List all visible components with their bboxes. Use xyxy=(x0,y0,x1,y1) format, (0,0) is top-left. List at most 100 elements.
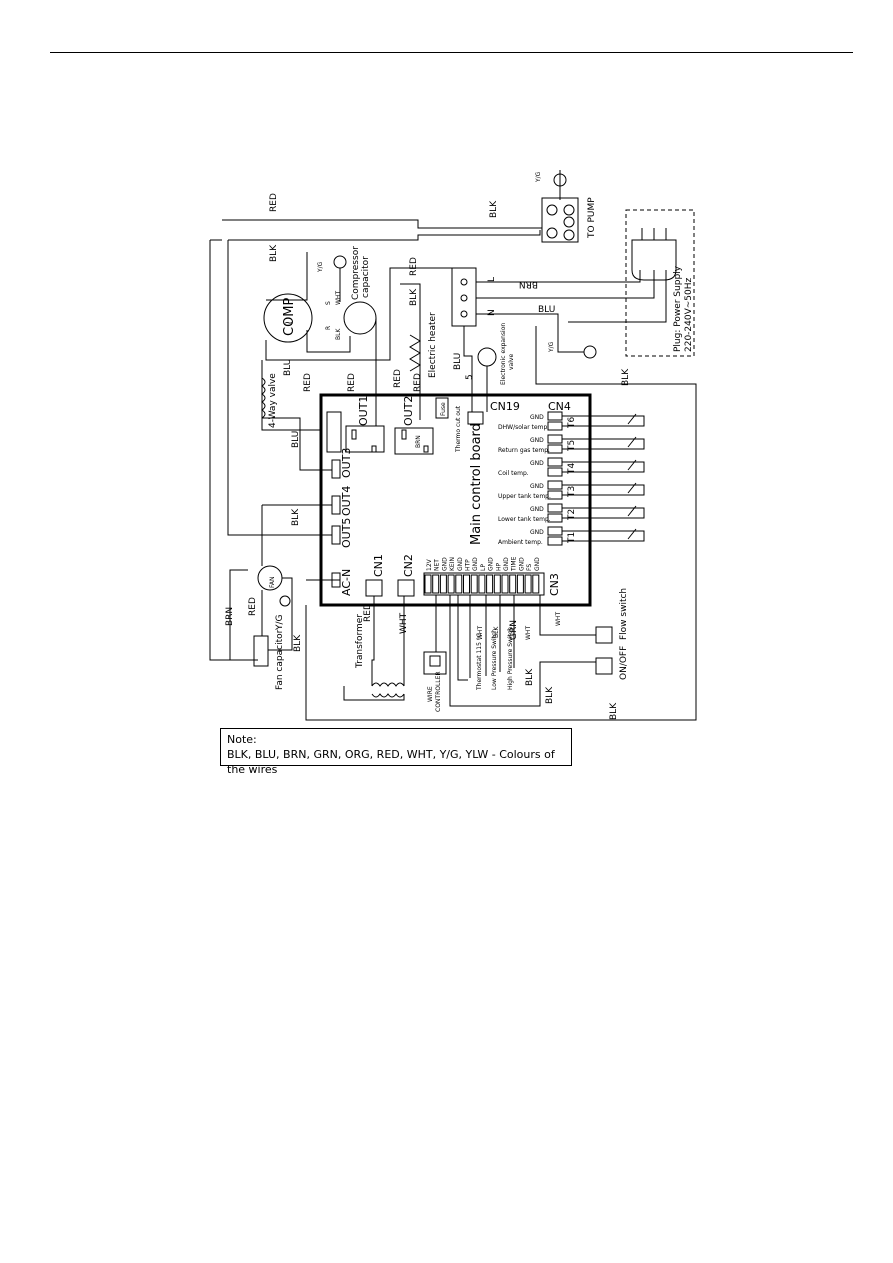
terminal-l-label: L xyxy=(487,277,497,282)
cn3-pin-slot xyxy=(470,574,478,594)
fan-label: FAN xyxy=(269,577,276,589)
out3-connector xyxy=(331,459,341,479)
sensor-wire xyxy=(562,413,645,427)
cn1-label: CN1 xyxy=(372,554,385,577)
cn3-pin-gnd: GND xyxy=(457,557,464,571)
wire-wht-thermostat: WHT xyxy=(477,626,484,640)
cn3-pin-lp: LP xyxy=(480,564,487,571)
wire-brn-fan: BRN xyxy=(225,607,235,626)
pump-screw-3 xyxy=(563,204,575,216)
flow-switch-terminal xyxy=(595,626,613,644)
cn3-pin-slot xyxy=(516,574,524,594)
wire-red-heater: RED xyxy=(413,373,423,392)
cn3-pin-12v: 12V xyxy=(426,558,433,571)
wire-red-fan: RED xyxy=(248,597,258,616)
cn3-pin-slot xyxy=(486,574,494,594)
sensor-gnd-label: GND xyxy=(530,414,544,421)
pump-yg-label: Y/G xyxy=(535,171,542,183)
plug-icon xyxy=(631,239,677,281)
out1-label: OUT1 xyxy=(357,396,370,426)
sensor-slot xyxy=(547,480,563,490)
cn3-pin-slot xyxy=(509,574,517,594)
out4-connector xyxy=(331,495,341,515)
cn3-pin-fs: FS xyxy=(526,564,533,571)
sensor-gnd-label: GND xyxy=(530,506,544,513)
cn3-pin-htp: HTP xyxy=(465,559,472,571)
sensor-name-label: Lower tank temp. xyxy=(498,516,551,523)
sensor-slot xyxy=(547,503,563,513)
cn2-connector xyxy=(397,579,415,597)
cn4-label: CN4 xyxy=(548,400,571,413)
sensor-id-label: T4 xyxy=(567,463,577,475)
electric-heater-label: Electric heater xyxy=(428,312,438,378)
fuse-box xyxy=(326,411,342,453)
fan-capacitor-label: Fan capacitor xyxy=(275,629,285,690)
cn19-connector xyxy=(467,411,484,425)
cn3-pin-slot xyxy=(524,574,532,594)
wire-blu-comp: BLU xyxy=(283,359,293,376)
to-pump-label: TO PUMP xyxy=(587,197,597,239)
wire-red-comp: RED xyxy=(347,373,357,392)
main-control-board xyxy=(319,393,592,607)
pump-screw-2 xyxy=(546,227,558,239)
wire-blk-right: BLK xyxy=(621,368,631,386)
on-off-terminal xyxy=(595,657,613,675)
wire-red-out1: RED xyxy=(393,369,403,388)
sensor-slot xyxy=(547,467,563,477)
cn3-pin-slot xyxy=(432,574,440,594)
wire-blk-pump: BLK xyxy=(489,200,499,218)
wire-blk-out4: BLK xyxy=(291,508,301,526)
wire-red-valve: RED xyxy=(303,373,313,392)
cn3-pin-gnd: GND xyxy=(488,557,495,571)
wire-blk-onoff: BLK xyxy=(525,668,535,686)
fan-yg-label: Y/G xyxy=(275,614,285,631)
wire-wht-flow2: WHT xyxy=(525,626,532,640)
pump-screw-5 xyxy=(563,229,575,241)
sensor-id-label: T6 xyxy=(567,417,577,429)
wire-blu-n: BLU xyxy=(538,305,555,315)
cn3-connector xyxy=(423,572,545,596)
out2-relay xyxy=(394,427,434,455)
flow-switch-label: Flow switch xyxy=(619,588,629,640)
cn3-label: CN3 xyxy=(548,573,561,596)
sensor-name-label: Coil temp. xyxy=(498,470,529,477)
transformer-icon xyxy=(371,682,405,687)
out1-relay xyxy=(345,425,385,453)
sensor-slot xyxy=(547,444,563,454)
sensor-id-label: T3 xyxy=(567,486,577,498)
compressor-symbol: ~ xyxy=(284,316,293,329)
out5-label: OUT5 xyxy=(340,518,353,548)
sensor-wire xyxy=(562,505,645,519)
cn3-pin-slot xyxy=(501,574,509,594)
cn3-pin-gnd: GND xyxy=(518,557,525,571)
wires xyxy=(209,170,697,721)
wire-blk-bottom: BLK xyxy=(609,702,619,720)
on-off-label: ON/OFF xyxy=(619,646,629,680)
terminal-screw-mid xyxy=(460,294,468,302)
wire-blk-term: BLK xyxy=(409,288,419,306)
plug-earth-icon xyxy=(583,345,597,359)
acn-label: AC-N xyxy=(340,569,353,596)
sensor-wire xyxy=(562,482,645,496)
cn2-label: CN2 xyxy=(402,554,415,577)
terminal-screw-l xyxy=(460,278,468,286)
wire-blu-heater: BLU xyxy=(453,353,463,370)
cn3-pin-slot xyxy=(424,574,432,594)
thermo-fuse xyxy=(435,397,449,419)
comp-wht-label: WHT xyxy=(335,291,342,305)
sensor-slot xyxy=(547,457,563,467)
wire-controller-label-2: CONTROLLER xyxy=(435,671,442,712)
thermo-fuse-label: Fuse xyxy=(440,402,447,416)
note-box: Note: BLK, BLU, BRN, GRN, ORG, RED, WHT,… xyxy=(220,728,572,776)
cn19-label: CN19 xyxy=(490,400,520,413)
expansion-valve-label: Electronic expansion xyxy=(500,323,507,385)
out2-contact-2 xyxy=(423,445,429,453)
wire-red-top: RED xyxy=(269,193,279,212)
out1-contact xyxy=(351,429,357,440)
cn3-pin-net: NET xyxy=(434,559,441,571)
thermostat-label: Thermostat 115 °C xyxy=(476,633,483,691)
plug-yg-label: Y/G xyxy=(548,341,555,353)
sensor-id-label: T2 xyxy=(567,509,577,521)
